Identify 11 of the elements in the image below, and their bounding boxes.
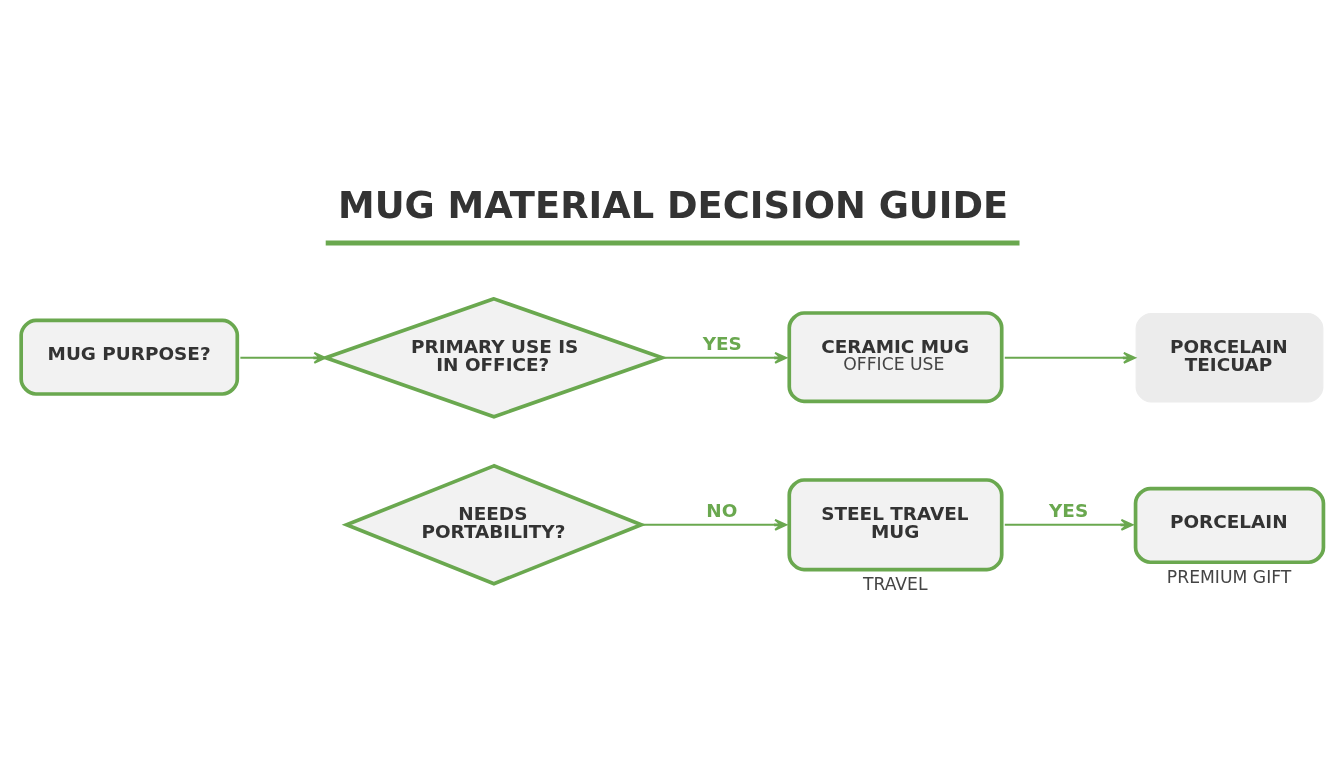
arrow (640, 518, 788, 531)
arrow (239, 351, 327, 364)
node-label: TRAVEL (862, 573, 928, 594)
edge-label: NO (706, 499, 738, 521)
arrow (1003, 518, 1134, 531)
arrow (1003, 351, 1136, 364)
diagram-title: MUG MATERIAL DECISION GUIDE (337, 183, 1009, 227)
edge-label: YES (1048, 499, 1089, 521)
arrow (661, 351, 788, 364)
edge-label: YES (702, 332, 742, 354)
node-label: PREMIUM GIFT (1166, 566, 1292, 587)
